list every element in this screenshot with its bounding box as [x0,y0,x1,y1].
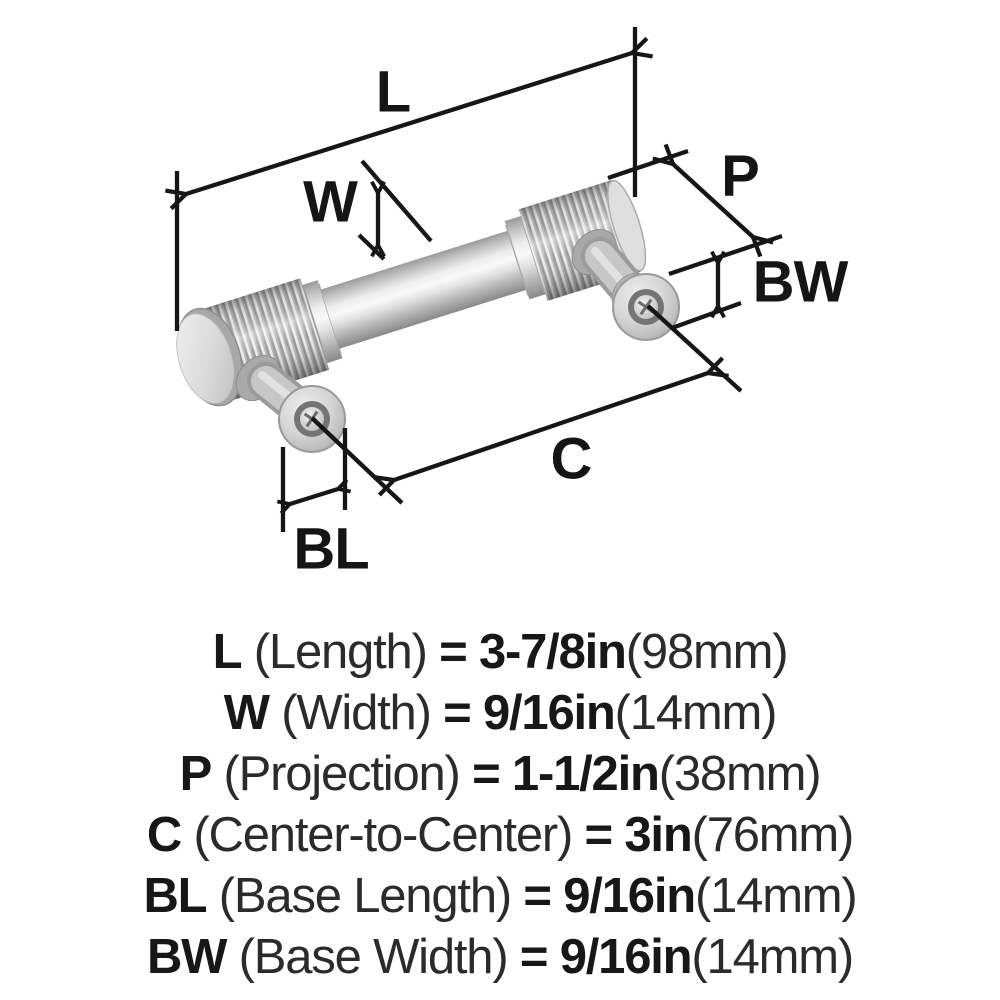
dim-C [310,304,743,505]
w-tick-short [357,233,386,261]
spec-line-W: W (Width) = 9/16in(14mm) [223,683,778,744]
handle-render [176,179,680,453]
dim-W [357,159,433,261]
bl-dimension-arrow [290,489,338,504]
bw-extension-bottom [671,300,742,331]
spec-value: = 9/16in [523,869,696,923]
right-post [571,228,680,341]
spec-code: L [212,625,243,679]
spec-value: = 3in [584,808,693,862]
spec-name: (Center-to-Center) [181,808,585,862]
spec-metric: (76mm) [691,808,855,862]
spec-line-BL: BL (Base Length) = 9/16in(14mm) [143,866,858,927]
w-tick-long [360,159,433,243]
spec-name: (Projection) [211,747,473,801]
spec-code: C [146,808,182,862]
dimension-lines [177,27,783,532]
dim-label-P: P [721,143,760,209]
spec-code: P [179,747,213,801]
spec-name: (Width) [268,686,444,740]
spec-metric: (14mm) [694,869,858,923]
spec-value: = 1-1/2in [472,747,660,801]
c-extension-left [310,416,404,505]
spec-metric: (14mm) [614,686,778,740]
left-cap-face [176,313,234,404]
spec-metric: (38mm) [658,747,822,801]
dim-BL [283,428,345,532]
l-dimension-arrow [186,53,632,194]
spec-list: L (Length) = 3-7/8in(98mm)W (Width) = 9/… [0,622,1000,988]
right-collar [504,216,546,300]
spec-line-BW: BW (Base Width) = 9/16in(14mm) [147,927,854,988]
dim-label-C: C [550,426,593,492]
spec-name: (Base Length) [206,869,524,923]
left-collar [302,280,343,364]
spec-value: = 9/16in [443,686,616,740]
dim-label-BL: BL [293,516,369,582]
spec-value: = 9/16in [519,930,693,984]
spec-line-P: P (Projection) = 1-1/2in(38mm) [179,744,822,805]
c-dimension-arrow [394,373,708,480]
dim-label-L: L [375,59,411,125]
spec-code: W [223,686,270,740]
spec-name: (Length) [241,625,440,679]
spec-line-C: C (Center-to-Center) = 3in(76mm) [146,805,855,866]
spec-value: = 3-7/8in [439,625,627,679]
spec-code: BW [147,930,227,984]
spec-metric: (98mm) [625,625,789,679]
spec-line-L: L (Length) = 3-7/8in(98mm) [212,622,789,683]
p-dimension-arrow [673,164,753,237]
spec-code: BL [143,869,207,923]
center-bar [320,230,527,349]
dim-BW [671,263,742,331]
dim-label-BW: BW [752,249,849,315]
spec-name: (Base Width) [226,930,520,984]
spec-metric: (14mm) [691,930,854,984]
dim-label-W: W [303,169,358,235]
